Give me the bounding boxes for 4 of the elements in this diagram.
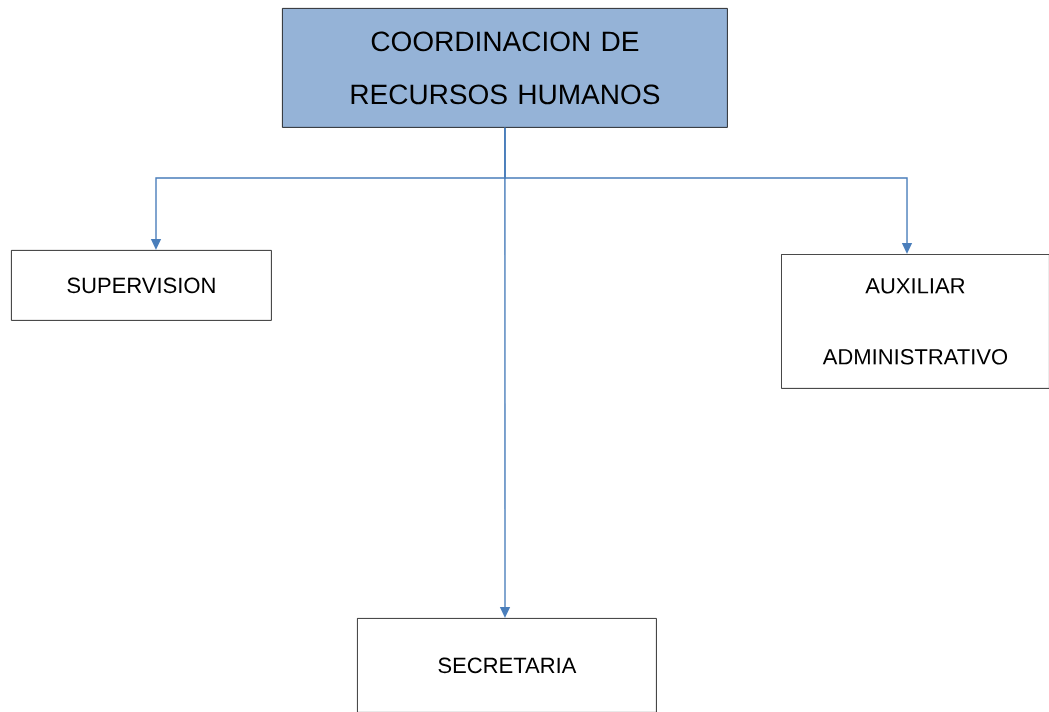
position-box: SECRETARIA bbox=[357, 618, 657, 712]
title-box: COORDINACION DE RECURSOS HUMANOS bbox=[282, 8, 728, 128]
position-box: SUPERVISION bbox=[11, 250, 272, 321]
position-box: AUXILIAR ADMINISTRATIVO bbox=[781, 254, 1049, 389]
